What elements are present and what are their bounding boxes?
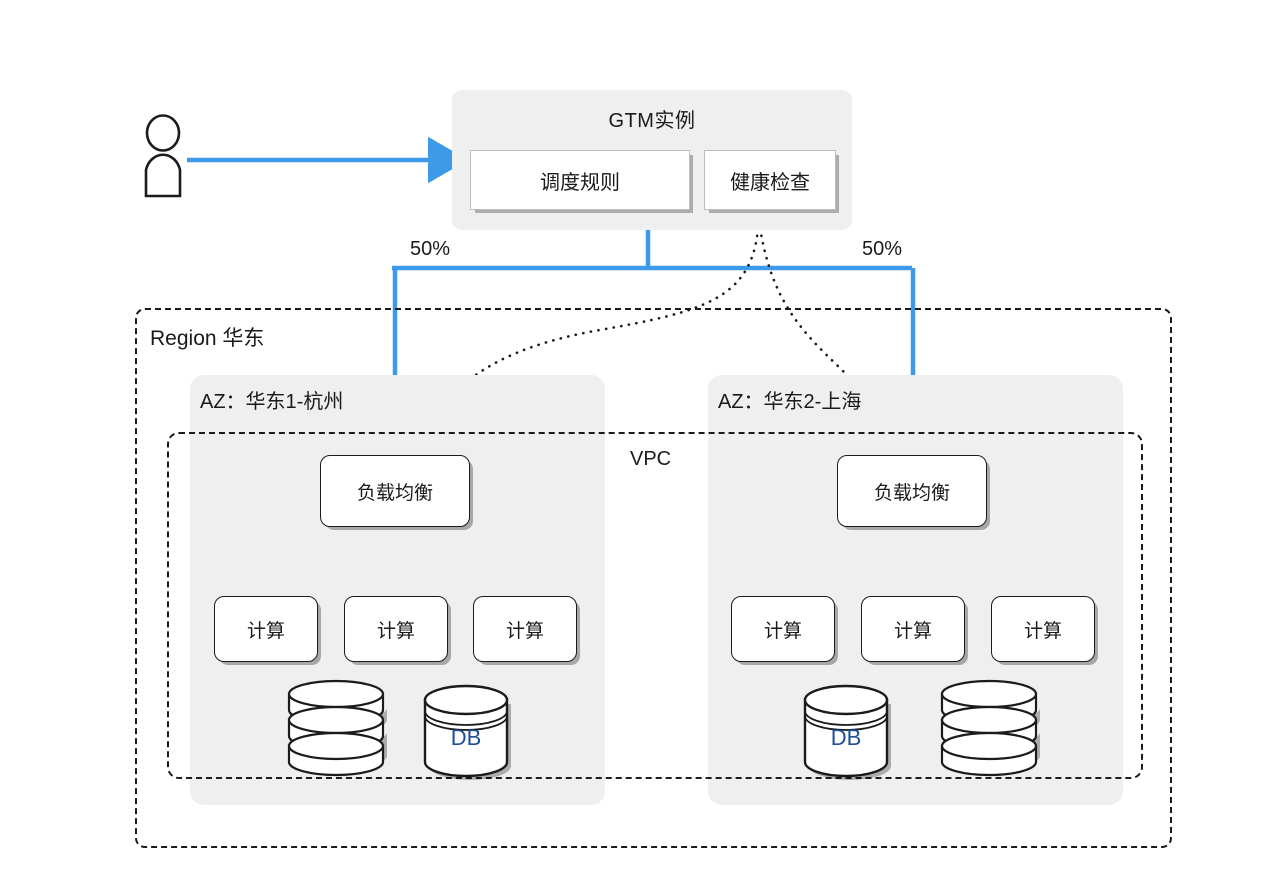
compute-node-hangzhou-3[interactable]: 计算 [473, 596, 577, 662]
region-boundary [135, 308, 1172, 848]
gtm-module-health-check[interactable]: 健康检查 [704, 150, 836, 210]
gtm-instance-title: GTM实例 [608, 110, 696, 132]
compute-node-shanghai-3-label: 计算 [1023, 620, 1062, 642]
gtm-module-scheduling-rules-label: 调度规则 [540, 171, 620, 194]
compute-node-shanghai-2[interactable]: 计算 [861, 596, 965, 662]
traffic-percent-right: 50% [862, 238, 903, 260]
health-check-probe-lines [433, 226, 877, 428]
vpc-label: VPC [630, 448, 672, 470]
compute-node-shanghai-1[interactable]: 计算 [731, 596, 835, 662]
region-label: Region 华东 [150, 327, 265, 350]
compute-node-hangzhou-2-label: 计算 [376, 620, 415, 642]
gtm-module-health-check-label: 健康检查 [730, 171, 810, 194]
vpc-boundary [167, 432, 1143, 779]
compute-node-hangzhou-2[interactable]: 计算 [344, 596, 448, 662]
gtm-instance-panel: GTM实例 调度规则 健康检查 [452, 90, 852, 230]
person-icon [144, 114, 182, 198]
gtm-module-scheduling-rules[interactable]: 调度规则 [470, 150, 690, 210]
compute-node-hangzhou-1-label: 计算 [246, 620, 285, 642]
compute-node-shanghai-2-label: 计算 [893, 620, 932, 642]
load-balancer-hangzhou-label: 负载均衡 [356, 482, 433, 504]
az-label-hangzhou: AZ：华东1-杭州 [200, 391, 344, 413]
compute-node-shanghai-3[interactable]: 计算 [991, 596, 1095, 662]
load-balancer-hangzhou[interactable]: 负载均衡 [320, 455, 470, 527]
compute-node-hangzhou-3-label: 计算 [505, 620, 544, 642]
compute-node-hangzhou-1[interactable]: 计算 [214, 596, 318, 662]
load-balancer-shanghai-label: 负载均衡 [873, 482, 950, 504]
az-label-shanghai: AZ：华东2-上海 [718, 391, 862, 413]
compute-node-shanghai-1-label: 计算 [763, 620, 802, 642]
traffic-percent-left: 50% [410, 238, 451, 260]
load-balancer-shanghai[interactable]: 负载均衡 [837, 455, 987, 527]
